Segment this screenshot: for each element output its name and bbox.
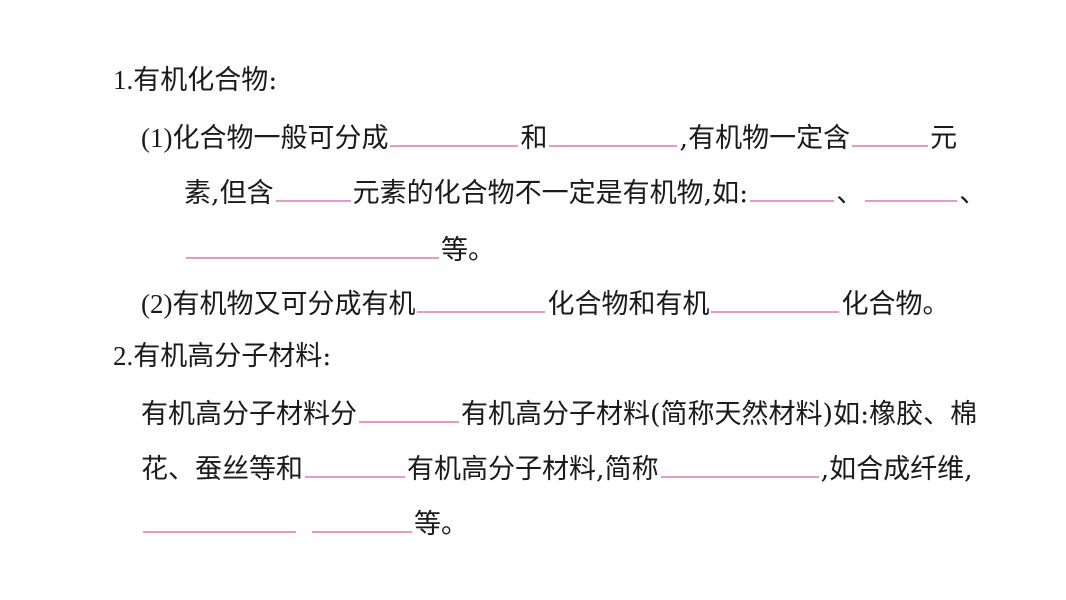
blank-2[interactable] [549,117,678,147]
item-label: (1) [141,123,173,153]
section2-line2: 花、蚕丝等和 有机高分子材料,简称 ,如合成纤维, [141,448,973,488]
section-title: 有机高分子材料: [133,341,332,372]
text: 化合物。 [841,289,950,320]
text: 花、蚕丝等和 [141,454,303,485]
text: 、 [959,178,987,209]
section1-heading: 1.有机化合物: [113,62,277,99]
blank-6[interactable] [865,172,958,202]
blank-4[interactable] [275,172,351,202]
blank-12[interactable] [660,448,819,478]
blank-8[interactable] [417,283,546,313]
blank-14[interactable] [312,503,412,533]
blank-5[interactable] [750,172,835,202]
item1-line1: (1)化合物一般可分成 和 ,有机物一定含 元 [141,117,957,157]
text: 化合物和有机 [547,289,710,320]
blank-9[interactable] [711,283,840,313]
item2-line: (2)有机物又可分成有机 化合物和有机 化合物。 [141,283,949,323]
blank-13[interactable] [143,503,296,533]
item1-line3: 等。 [184,229,495,269]
text: 有机高分子材料(简称天然材料)如:橡胶、棉 [461,399,978,430]
text: 等。 [414,509,468,540]
text: 化合物一般可分成 [172,123,389,154]
text: 元素的化合物不一定是有机物,如: [352,178,749,209]
text: 有机高分子材料分 [141,399,357,430]
blank-1[interactable] [390,117,519,147]
section2-line1: 有机高分子材料分 有机高分子材料(简称天然材料)如:橡胶、棉 [141,393,977,433]
section-title: 有机化合物: [133,65,278,96]
item-label: (2) [141,289,173,319]
text: 有机高分子材料,简称 [407,454,659,485]
text: 素,但含 [184,178,274,209]
section-number: 2. [113,341,134,371]
blank-3[interactable] [852,117,929,147]
text: 有机物又可分成有机 [172,289,416,320]
text: 元 [930,123,958,154]
text: 、 [836,178,864,209]
text: 和 [520,123,548,154]
blank-7[interactable] [186,229,439,259]
text: ,如合成纤维, [820,454,973,485]
section2-line3: 等。 [141,503,468,543]
blank-11[interactable] [305,448,405,478]
item1-line2: 素,但含 元素的化合物不一定是有机物,如: 、 、 [184,172,986,212]
text: ,有机物一定含 [679,123,851,154]
text: 等。 [441,235,495,266]
section-number: 1. [113,65,134,95]
section2-heading: 2.有机高分子材料: [113,338,331,375]
blank-10[interactable] [359,393,459,423]
